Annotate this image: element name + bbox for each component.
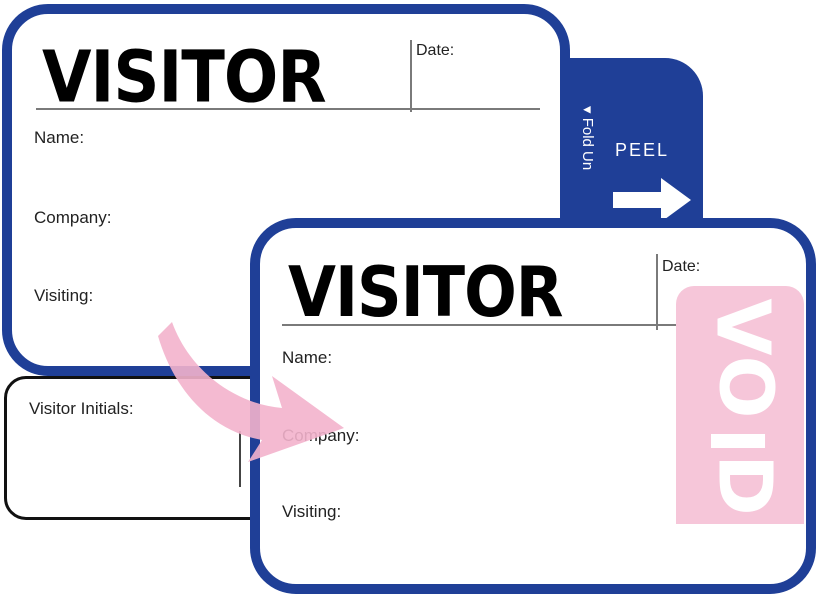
date-label: Date:	[416, 42, 455, 59]
void-letter-d: D	[701, 454, 788, 516]
void-letter-v: V	[699, 298, 786, 356]
void-letter-o: O	[702, 355, 789, 419]
date-divider	[656, 254, 658, 330]
arrow-right-icon	[613, 178, 691, 222]
visiting-field-label: Visiting:	[34, 286, 94, 305]
company-field-label: Company:	[34, 208, 112, 227]
title-underline	[36, 108, 540, 110]
badge-title: VISITOR	[288, 251, 564, 334]
company-field-label: Company:	[282, 426, 360, 445]
name-field-label: Name:	[282, 348, 333, 367]
date-divider	[410, 40, 412, 112]
date-label: Date:	[662, 258, 701, 275]
peel-label: PEEL	[615, 140, 670, 160]
badge-title: VISITOR	[42, 36, 327, 120]
void-indicator: V O I D	[676, 286, 804, 524]
front-visitor-badge: VISITOR Date: Name: Company: Visiting:	[250, 218, 816, 594]
name-field-label: Name:	[34, 128, 85, 147]
visitor-initials-label: Visitor Initials:	[29, 399, 134, 418]
fold-instruction: ▾ Fold Un	[579, 106, 596, 171]
title-underline	[282, 324, 796, 326]
visiting-field-label: Visiting:	[282, 502, 342, 521]
stub-divider	[239, 431, 241, 487]
void-letter-i: I	[692, 427, 779, 455]
